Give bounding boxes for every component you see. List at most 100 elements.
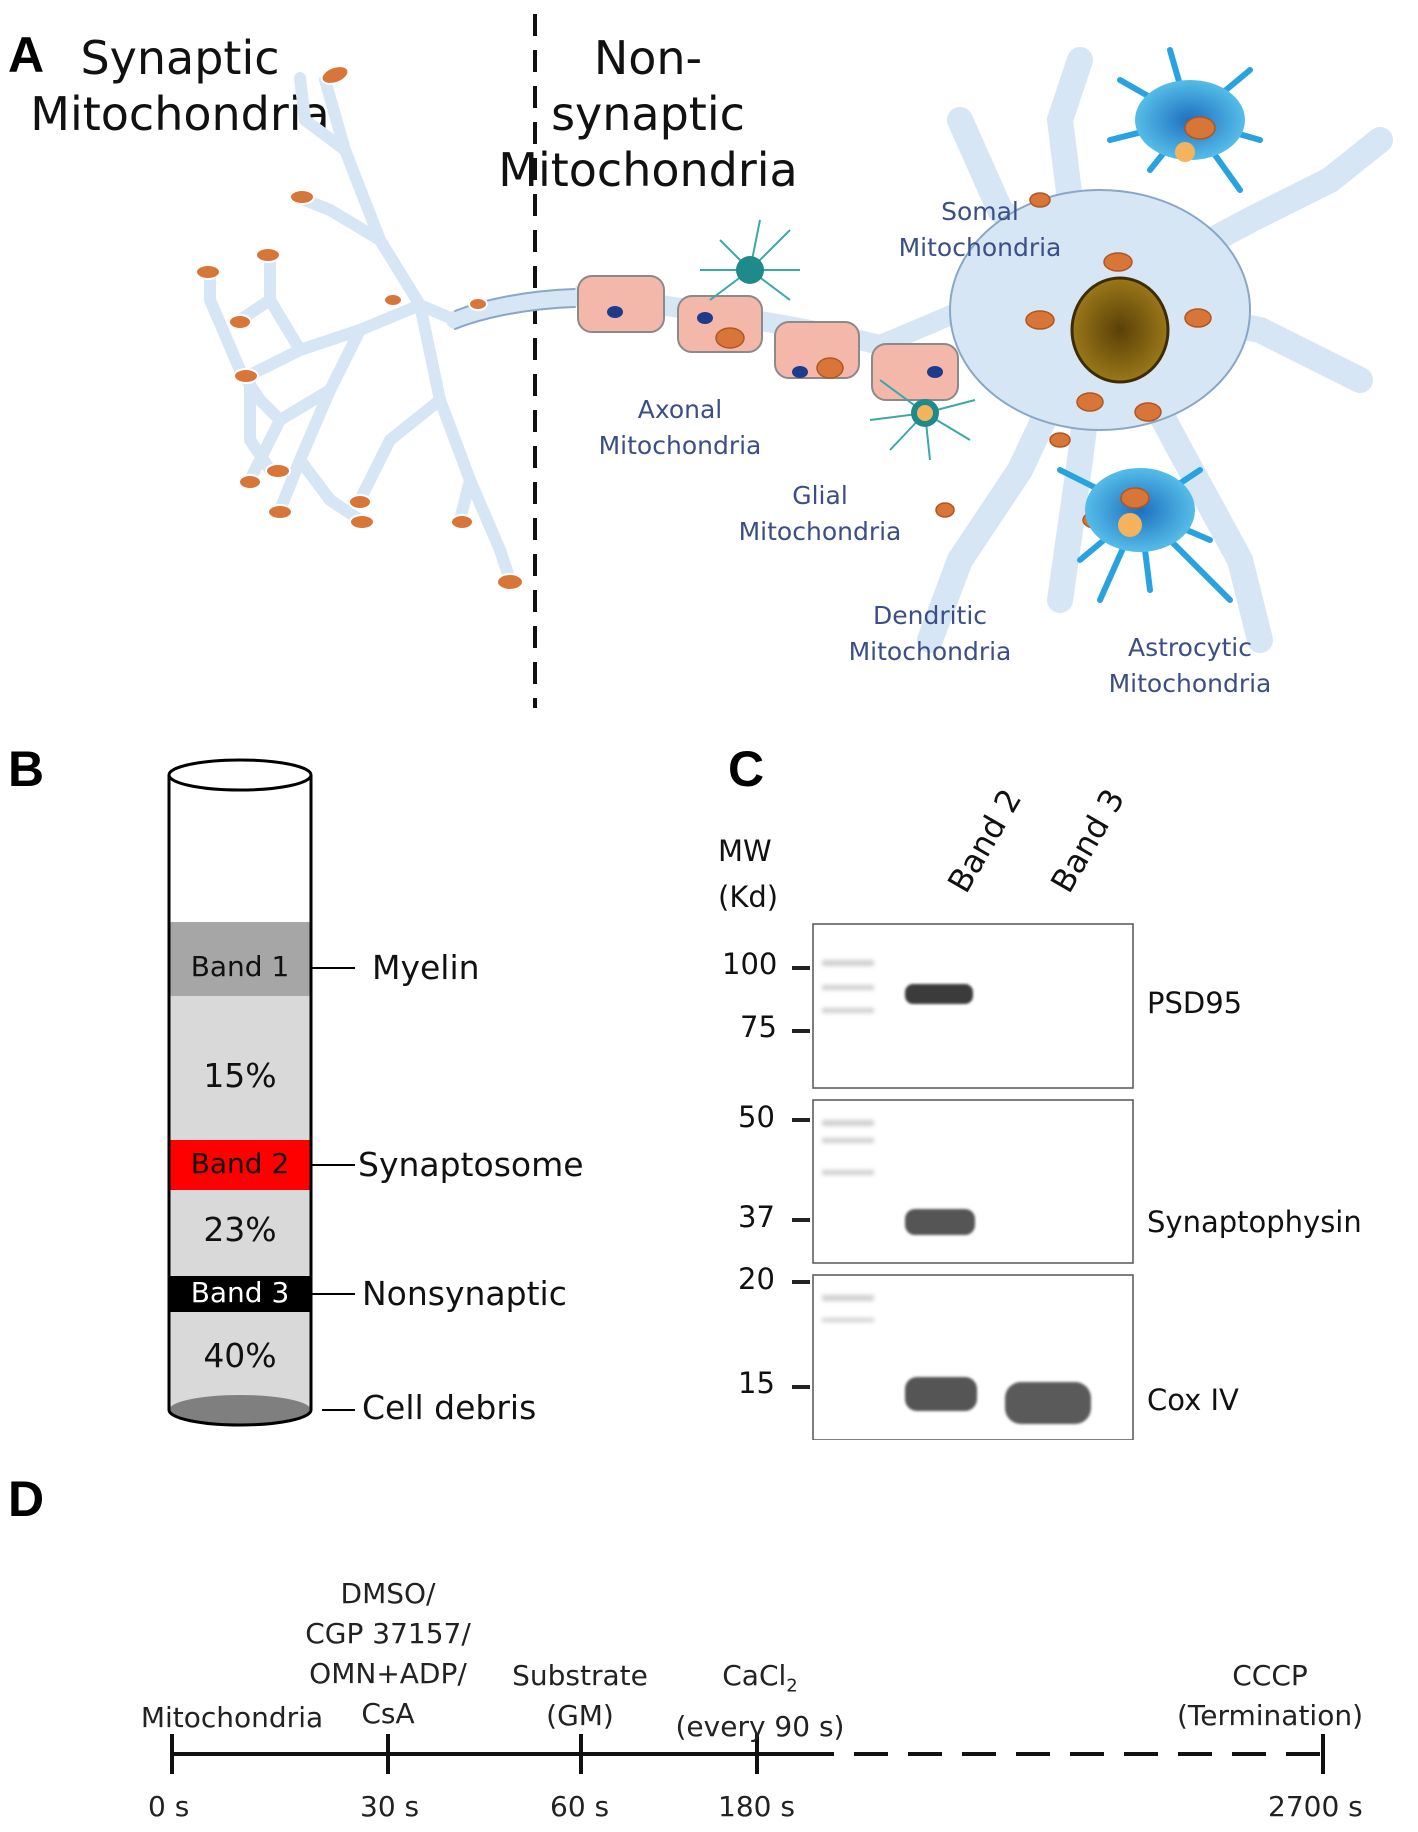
blot-synaptophysin: [812, 1099, 1134, 1264]
astrocyte-top-nucleus: [1175, 142, 1195, 162]
pct23-label: 23%: [203, 1210, 277, 1249]
synaptic-title: Synaptic Mitochondria: [30, 30, 330, 142]
event-drugs-line3: OMN+ADP/: [309, 1657, 467, 1690]
event-substrate: Substrate (GM): [490, 1656, 670, 1736]
ladder: [822, 960, 874, 1322]
synaptophysin-label: Synaptophysin: [1147, 1205, 1362, 1239]
dendritic-label: Dendritic Mitochondria: [840, 598, 1020, 670]
mw-header: MW (Kd): [718, 828, 778, 920]
nonsynaptic-label: Nonsynaptic: [362, 1274, 567, 1313]
mw-75: 75: [740, 1010, 777, 1044]
mw-20: 20: [738, 1262, 775, 1296]
lane-band3-label: Band 3: [1043, 782, 1133, 899]
axonal-label-line1: Axonal: [637, 395, 723, 424]
event-cacl2-line2: (every 90 s): [675, 1709, 845, 1743]
mw-header-line2: (Kd): [718, 880, 779, 914]
band3-label: Band 3: [190, 1276, 290, 1309]
event-cccp-line2: (Termination): [1176, 1699, 1364, 1732]
mw-15: 15: [738, 1366, 775, 1400]
band-psd95-lane2: [905, 984, 973, 1004]
tick-180s: 180 s: [718, 1790, 795, 1823]
panel-label-c: C: [728, 741, 765, 797]
event-cccp-line1: CCCP: [1232, 1659, 1308, 1692]
pellet: [169, 1395, 311, 1425]
western-blot: [792, 923, 1134, 1440]
band-coxiv-lane2: [905, 1377, 977, 1411]
event-drugs-line1: DMSO/: [340, 1577, 436, 1610]
terminal-boutons: [195, 65, 524, 591]
tick-0s: 0 s: [148, 1790, 190, 1823]
tick-2700s: 2700 s: [1268, 1790, 1363, 1823]
myelin-sheaths: [577, 275, 959, 401]
synaptosome-label: Synaptosome: [358, 1145, 584, 1184]
axonal-label-line2: Mitochondria: [598, 431, 762, 460]
glial-cell-bottom: [869, 379, 976, 461]
myelin-label: Myelin: [372, 948, 480, 987]
lane-band2-label: Band 2: [940, 782, 1030, 899]
somal-label-line2: Mitochondria: [898, 233, 1062, 262]
astrocytic-mito-top: [1184, 116, 1216, 140]
glial-label: Glial Mitochondria: [730, 478, 910, 550]
band3-layer: [170, 1276, 310, 1312]
event-cacl2-line1: CaCl2: [670, 1656, 850, 1707]
astrocyte-bottom-nucleus: [1118, 513, 1142, 537]
cacl-subscript: 2: [786, 1675, 798, 1697]
tick-30s: 30 s: [360, 1790, 420, 1823]
panel-label-d: D: [8, 1471, 45, 1527]
event-cccp: CCCP (Termination): [1170, 1656, 1370, 1736]
event-mitochondria: Mitochondria: [140, 1701, 324, 1734]
band2-layer: [170, 1140, 310, 1190]
pct15-label: 15%: [203, 1056, 277, 1095]
nonsynaptic-title-line1: Non-synaptic: [551, 31, 745, 141]
glial-mito: [917, 405, 933, 421]
nonsynaptic-title-line2: Mitochondria: [498, 143, 798, 197]
nonsynaptic-title: Non-synaptic Mitochondria: [498, 30, 798, 198]
somal-label: Somal Mitochondria: [890, 194, 1070, 266]
glial-label-line1: Glial: [792, 481, 848, 510]
event-substrate-line1: Substrate: [512, 1659, 648, 1692]
nucleus: [1070, 276, 1170, 384]
pct40-label: 40%: [203, 1336, 277, 1375]
dendritic-label-line2: Mitochondria: [848, 637, 1012, 666]
event-drugs: DMSO/ CGP 37157/ OMN+ADP/ CsA: [288, 1574, 488, 1734]
band2-label: Band 2: [190, 1147, 290, 1180]
event-drugs-line2: CGP 37157/: [305, 1617, 471, 1650]
axonal-label: Axonal Mitochondria: [590, 392, 770, 464]
coxiv-label: Cox IV: [1147, 1383, 1239, 1417]
tick-60s: 60 s: [550, 1790, 610, 1823]
astrocytic-label: Astrocytic Mitochondria: [1100, 630, 1280, 702]
axonal-mito: [715, 327, 844, 379]
band1-layer: [170, 922, 310, 996]
event-drugs-line4: CsA: [361, 1697, 415, 1730]
glial-label-line2: Mitochondria: [738, 517, 902, 546]
event-cacl2: CaCl2 (every 90 s): [670, 1656, 850, 1747]
schwann-nuclei: [607, 306, 943, 378]
astrocytic-label-line1: Astrocytic: [1128, 633, 1252, 662]
astrocyte-bottom-body: [1085, 468, 1195, 552]
synaptic-title-line2: Mitochondria: [30, 87, 330, 141]
dendritic-label-line1: Dendritic: [872, 601, 988, 630]
cell-debris-label: Cell debris: [362, 1388, 537, 1427]
timeline: [170, 1734, 1325, 1774]
glial-cell-top: [700, 219, 800, 301]
synaptic-title-line1: Synaptic: [80, 31, 280, 85]
astrocytic-label-line2: Mitochondria: [1108, 669, 1272, 698]
glial-cell-top-body: [736, 256, 764, 284]
mw-100: 100: [722, 947, 778, 981]
blot-psd95: [812, 923, 1134, 1089]
mw-50: 50: [738, 1100, 775, 1134]
neuron-illustration: [195, 14, 1393, 708]
mw-header-line1: MW: [718, 834, 772, 868]
tube-opening: [167, 758, 313, 792]
event-substrate-line2: (GM): [546, 1699, 614, 1732]
panel-label-b: B: [8, 741, 45, 797]
band1-label: Band 1: [190, 950, 290, 983]
synaptic-terminals: [446, 288, 584, 330]
mw-37: 37: [738, 1200, 775, 1234]
centrifuge-tube: [167, 758, 355, 1427]
panel-label-a: A: [8, 27, 45, 83]
cacl-base: CaCl: [722, 1659, 787, 1692]
astrocytic-mito-bottom: [1120, 487, 1150, 509]
somal-label-line1: Somal: [941, 197, 1019, 226]
band-synaptophysin-lane2: [905, 1209, 975, 1235]
